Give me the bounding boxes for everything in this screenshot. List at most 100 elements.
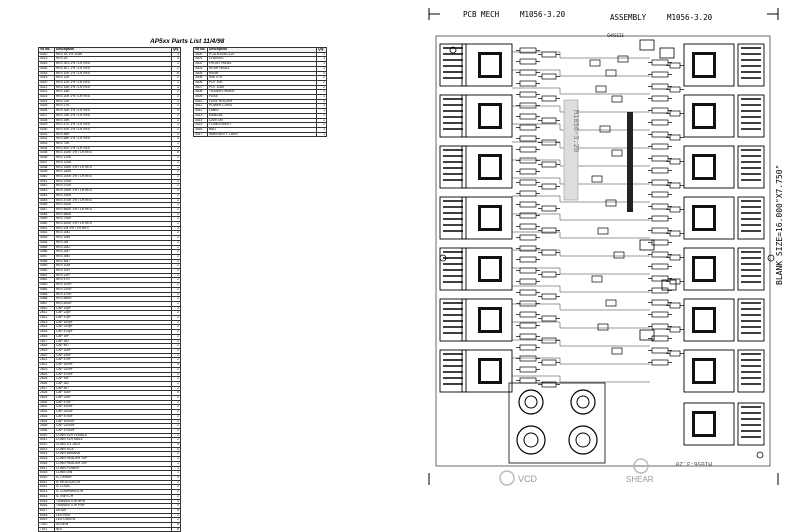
resistor bbox=[516, 289, 540, 296]
small-component bbox=[611, 149, 623, 157]
resistor bbox=[648, 131, 672, 138]
resistor bbox=[516, 190, 540, 197]
resistor bbox=[516, 146, 540, 153]
connector-jack bbox=[683, 402, 765, 446]
resistor bbox=[648, 335, 672, 342]
right-connector-column bbox=[683, 43, 765, 446]
resistor bbox=[648, 359, 672, 366]
resistor bbox=[538, 293, 560, 300]
connector-jack bbox=[439, 247, 513, 291]
round-jack-1 bbox=[518, 389, 544, 415]
resistor bbox=[666, 254, 684, 261]
small-component bbox=[597, 227, 609, 235]
resistor bbox=[666, 62, 684, 69]
crop-marks bbox=[428, 8, 779, 485]
resistor bbox=[516, 135, 540, 142]
resistor bbox=[538, 271, 560, 278]
resistor bbox=[516, 102, 540, 109]
resistor bbox=[666, 206, 684, 213]
resistor bbox=[516, 355, 540, 362]
small-component bbox=[613, 251, 625, 259]
resistor bbox=[648, 203, 672, 210]
traces bbox=[512, 51, 650, 383]
resistor bbox=[648, 275, 672, 282]
resistor bbox=[538, 337, 560, 344]
vcd-label: VCD bbox=[518, 474, 538, 484]
resistor bbox=[516, 366, 540, 373]
resistor bbox=[516, 223, 540, 230]
resistor bbox=[516, 157, 540, 164]
small-component bbox=[599, 125, 611, 133]
small-component bbox=[605, 69, 617, 77]
ic-chip bbox=[661, 279, 677, 291]
connector-jack bbox=[683, 94, 765, 138]
resistor bbox=[516, 278, 540, 285]
resistor bbox=[666, 230, 684, 237]
resistor bbox=[516, 311, 540, 318]
resistor bbox=[648, 107, 672, 114]
resistor bbox=[648, 167, 672, 174]
resistor bbox=[516, 168, 540, 175]
resistor bbox=[666, 158, 684, 165]
resistor bbox=[648, 323, 672, 330]
small-component bbox=[611, 95, 623, 103]
resistor bbox=[648, 263, 672, 270]
connector-jack bbox=[439, 94, 513, 138]
connector-jack bbox=[683, 298, 765, 342]
resistor bbox=[648, 239, 672, 246]
resistor bbox=[516, 69, 540, 76]
small-component bbox=[591, 275, 603, 283]
resistor bbox=[538, 51, 560, 58]
resistor bbox=[516, 80, 540, 87]
connector-block bbox=[508, 382, 606, 464]
resistor bbox=[538, 117, 560, 124]
resistor bbox=[648, 143, 672, 150]
resistor bbox=[516, 91, 540, 98]
shear-mark-icon bbox=[633, 458, 649, 474]
resistor bbox=[516, 201, 540, 208]
left-connector-column bbox=[439, 43, 513, 393]
small-component bbox=[591, 175, 603, 183]
resistor bbox=[666, 350, 684, 357]
resistor bbox=[648, 71, 672, 78]
resistor bbox=[516, 256, 540, 263]
connector-jack bbox=[439, 145, 513, 189]
resistor bbox=[516, 113, 540, 120]
board-outline bbox=[435, 35, 771, 467]
small-component bbox=[589, 59, 601, 67]
resistor bbox=[516, 322, 540, 329]
small-component bbox=[605, 299, 617, 307]
small-component bbox=[617, 55, 629, 63]
pcb-drawing: PCB MECH M1056-3.20 ASSEMBLY M1056-3.20 … bbox=[428, 8, 784, 486]
ic-chip bbox=[639, 39, 655, 51]
chassis-label: CHASSIS bbox=[607, 33, 624, 38]
resistor bbox=[538, 161, 560, 168]
connector-jack bbox=[439, 349, 513, 393]
qty-cell: 1 bbox=[316, 131, 327, 138]
resistor bbox=[516, 58, 540, 65]
mounting-holes bbox=[439, 46, 775, 459]
component-field bbox=[512, 39, 684, 388]
connector-jack bbox=[683, 349, 765, 393]
resistor bbox=[666, 110, 684, 117]
resistor bbox=[648, 299, 672, 306]
resistor bbox=[538, 205, 560, 212]
resistor bbox=[516, 267, 540, 274]
small-component bbox=[605, 199, 617, 207]
resistor bbox=[538, 95, 560, 102]
ic-chip bbox=[659, 47, 675, 59]
resistor bbox=[648, 59, 672, 66]
resistor bbox=[516, 245, 540, 252]
resistor bbox=[516, 47, 540, 54]
shear-label: SHEAR bbox=[626, 475, 654, 484]
description-cell: NUT bbox=[53, 526, 172, 532]
ic-chip bbox=[639, 329, 655, 341]
qty-cell: 8 bbox=[170, 526, 182, 532]
small-component bbox=[611, 347, 623, 355]
label-strip bbox=[563, 99, 579, 201]
resistor bbox=[516, 124, 540, 131]
resistor bbox=[648, 227, 672, 234]
